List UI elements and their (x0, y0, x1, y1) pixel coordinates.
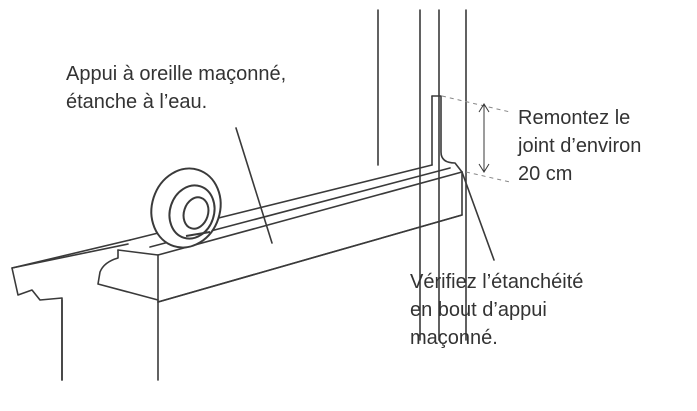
sealing-tape-roll-icon (150, 167, 222, 249)
annotation-sill-line-1: Appui à oreille maçonné, (66, 63, 287, 85)
leader-sill (235, 127, 273, 244)
wall-profile-left (11, 239, 131, 381)
annotation-sill-line-2: étanche à l’eau. (66, 91, 208, 113)
annotation-raise-joint-line-3: 20 cm (518, 163, 573, 185)
dimension-marker (441, 95, 511, 183)
annotation-raise-joint-line-1: Remontez le (518, 107, 631, 129)
wall-block-top (117, 249, 159, 256)
annotation-check-seal-line-3: maçonné. (410, 327, 498, 349)
leader-check-seal (461, 171, 495, 261)
annotation-check-seal-line-1: Vérifiez l’étanchéité (410, 271, 584, 293)
annotation-check-seal-line-2: en bout d’appui (410, 299, 547, 321)
wall-profile-top (11, 243, 129, 269)
annotation-raise-joint-line-2: joint d’environ (518, 135, 642, 157)
dimension-arrow-top (478, 103, 490, 113)
sill-ear (431, 95, 463, 173)
dimension-bottom-dash (465, 171, 511, 183)
sill-front-top-edge (157, 171, 463, 256)
annotation-raise-joint: Remontez le joint d’environ 20 cm (518, 104, 641, 188)
annotation-sill: Appui à oreille maçonné, étanche à l’eau… (66, 60, 286, 116)
wall-block-left (97, 249, 159, 301)
dimension-arrow-bottom (478, 163, 490, 173)
sill-front-bottom-edge (157, 214, 463, 303)
annotation-check-seal: Vérifiez l’étanchéité en bout d’appui ma… (410, 268, 583, 352)
dimension-top-dash (441, 95, 511, 113)
